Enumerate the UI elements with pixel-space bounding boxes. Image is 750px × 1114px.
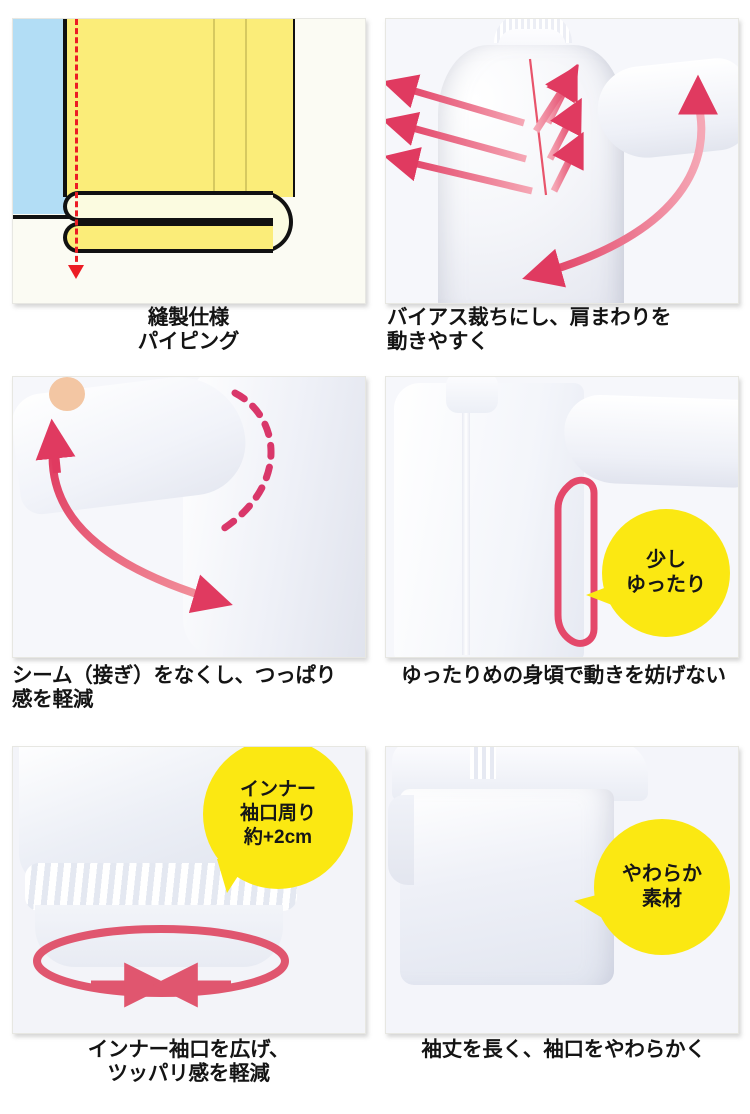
callout-tail-icon bbox=[574, 893, 604, 919]
motion-arrow-down bbox=[48, 446, 233, 613]
sleeve-seam bbox=[470, 747, 496, 779]
inner-cuff-photo: インナー 袖口周り 約+2cm bbox=[12, 746, 366, 1034]
fabric-layer-blue bbox=[13, 19, 69, 214]
callout-tail-icon bbox=[586, 585, 612, 605]
panel-caption: インナー袖口を広げ、 ツッパリ感を軽減 bbox=[87, 1038, 290, 1085]
panel-caption: 袖丈を長く、袖口をやわらかく bbox=[421, 1038, 706, 1061]
seam-free-annotations bbox=[35, 389, 275, 613]
panel-no-seam: シーム（接ぎ）をなくし、つっぱり 感を軽減 bbox=[0, 368, 375, 738]
loose-fit-callout: 少し ゆったり bbox=[586, 509, 730, 637]
loose-body-photo: 少し ゆったり bbox=[385, 376, 739, 658]
loose-fit-outline bbox=[554, 476, 598, 647]
fabric-layer-yellow bbox=[63, 19, 295, 197]
motion-arrow-up bbox=[35, 418, 76, 474]
panel-caption: シーム（接ぎ）をなくし、つっぱり 感を軽減 bbox=[12, 664, 337, 711]
soft-material-callout-text: やわらか 素材 bbox=[622, 863, 702, 910]
fabric-crease-line-1 bbox=[213, 19, 215, 197]
front-placket bbox=[462, 377, 470, 655]
piping-cross-section-diagram bbox=[13, 19, 365, 303]
bias-direction-arrows bbox=[386, 58, 718, 288]
collar bbox=[446, 377, 498, 413]
no-seam-photo bbox=[12, 376, 366, 658]
garment-photo-background bbox=[386, 19, 738, 303]
inner-cuff-callout-text: インナー 袖口周り 約+2cm bbox=[239, 779, 316, 848]
stitch-guide-arrow-icon bbox=[68, 265, 84, 279]
cuff-width-annotation bbox=[33, 925, 289, 1008]
piping-fold-upper bbox=[63, 191, 273, 222]
inner-cuff-callout: インナー 袖口周り 約+2cm bbox=[203, 747, 353, 893]
dashed-armhole-arc bbox=[219, 389, 275, 533]
panel-caption: 縫製仕様 パイピング bbox=[137, 306, 240, 353]
bias-cut-photo bbox=[385, 18, 739, 304]
stitch-guide-dashed-line bbox=[75, 19, 78, 271]
cuff-circumference-ellipse bbox=[33, 925, 289, 997]
piping-fold-lower bbox=[63, 222, 273, 253]
panel-bias-cut: バイアス裁ちにし、肩まわりを 動きやすく bbox=[375, 0, 750, 368]
piping-seam-line bbox=[13, 215, 70, 219]
soft-cuff-photo: やわらか 素材 bbox=[385, 746, 739, 1034]
piping-diagram-frame bbox=[12, 18, 366, 304]
panel-loose-body: 少し ゆったり ゆったりめの身頃で動きを妨げない bbox=[375, 368, 750, 738]
garment-photo-background: インナー 袖口周り 約+2cm bbox=[13, 747, 365, 1033]
long-cuff-panel bbox=[400, 789, 614, 985]
garment-photo-background: やわらか 素材 bbox=[386, 747, 738, 1033]
panel-piping: 縫製仕様 パイピング bbox=[0, 0, 375, 368]
garment-photo-background: 少し ゆったり bbox=[386, 377, 738, 657]
shoulder-sweep-arrow bbox=[522, 102, 706, 288]
loose-fit-highlight-shape bbox=[554, 476, 598, 647]
loose-fit-callout-text: 少し ゆったり bbox=[626, 549, 706, 596]
cuff-side-fold bbox=[388, 795, 414, 885]
jacket-front-body bbox=[394, 383, 584, 657]
hand bbox=[49, 377, 85, 411]
panel-caption: バイアス裁ちにし、肩まわりを 動きやすく bbox=[387, 306, 672, 353]
callout-tail-icon bbox=[217, 859, 249, 893]
fabric-crease-line-2 bbox=[245, 19, 247, 197]
garment-photo-background bbox=[13, 377, 365, 657]
soft-material-callout: やわらか 素材 bbox=[574, 819, 730, 955]
panel-caption: ゆったりめの身頃で動きを妨げない bbox=[401, 664, 726, 687]
panel-inner-cuff: インナー 袖口周り 約+2cm インナー袖口を広げ、 ツッパリ感を軽減 bbox=[0, 738, 375, 1114]
panel-soft-cuff: やわらか 素材 袖丈を長く、袖口をやわらかく bbox=[375, 738, 750, 1114]
